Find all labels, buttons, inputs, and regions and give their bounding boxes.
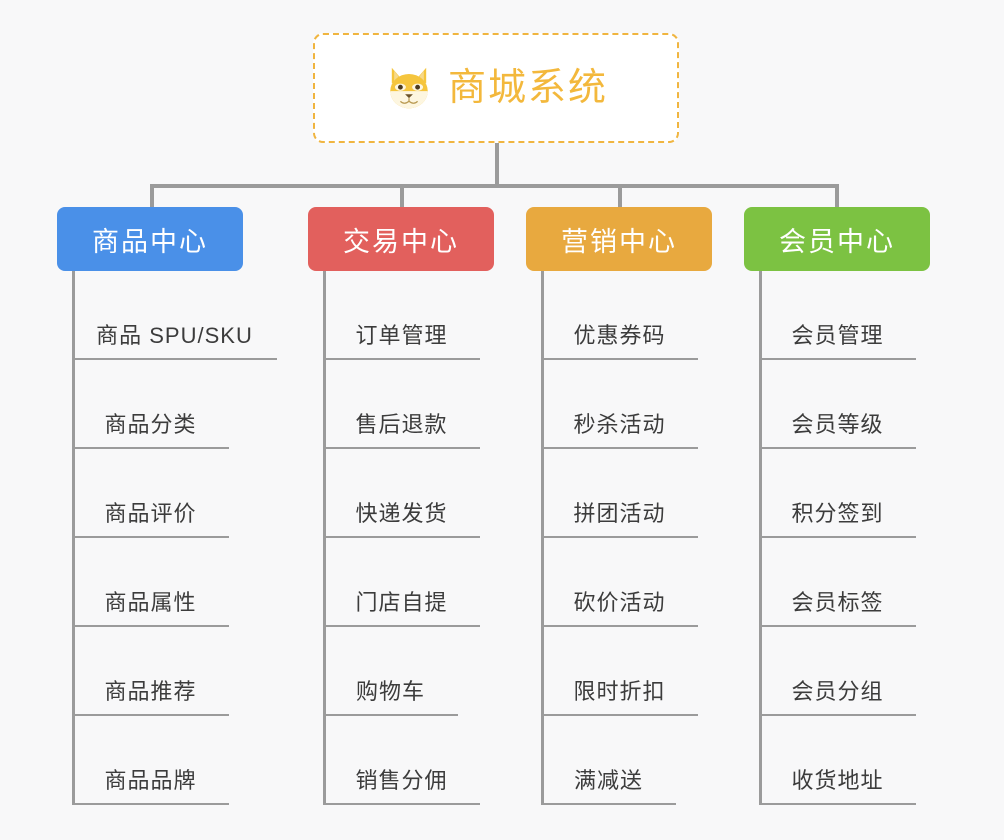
category-label: 商品中心 (92, 226, 208, 257)
leaf-item[interactable]: 快递发货 (323, 449, 480, 538)
leaf-label: 会员标签 (791, 590, 884, 615)
leaf-item[interactable]: 会员管理 (759, 271, 916, 360)
column-spine (541, 271, 544, 805)
leaf-item[interactable]: 商品分类 (72, 360, 229, 449)
leaf-label: 拼团活动 (573, 501, 666, 526)
leaf-label: 门店自提 (355, 590, 448, 615)
leaf-item[interactable]: 商品属性 (72, 538, 229, 627)
leaf-label: 会员分组 (791, 679, 884, 704)
category-box-member-center[interactable]: 会员中心 (744, 207, 930, 271)
connector-drop-col-1 (150, 184, 154, 210)
leaf-item[interactable]: 砍价活动 (541, 538, 698, 627)
leaf-label: 销售分佣 (355, 768, 448, 793)
leaf-label: 会员管理 (791, 323, 884, 348)
leaf-label: 满减送 (573, 768, 643, 793)
connector-drop-col-2 (400, 184, 404, 210)
category-box-marketing-center[interactable]: 营销中心 (526, 207, 712, 271)
leaf-item[interactable]: 购物车 (323, 627, 458, 716)
leaf-item[interactable]: 销售分佣 (323, 716, 480, 805)
leaf-item[interactable]: 商品评价 (72, 449, 229, 538)
leaf-item[interactable]: 售后退款 (323, 360, 480, 449)
leaf-item[interactable]: 满减送 (541, 716, 676, 805)
leaf-item[interactable]: 订单管理 (323, 271, 480, 360)
leaf-label: 积分签到 (791, 501, 884, 526)
category-box-trade-center[interactable]: 交易中心 (308, 207, 494, 271)
leaf-item[interactable]: 会员分组 (759, 627, 916, 716)
leaf-label: 秒杀活动 (573, 412, 666, 437)
leaf-item[interactable]: 门店自提 (323, 538, 480, 627)
connector-drop-col-4 (835, 184, 839, 210)
leaf-item[interactable]: 商品品牌 (72, 716, 229, 805)
category-box-product-center[interactable]: 商品中心 (57, 207, 243, 271)
leaf-label: 商品 SPU/SKU (96, 323, 253, 348)
leaf-label: 商品推荐 (104, 679, 197, 704)
leaf-label: 购物车 (355, 679, 425, 704)
category-label: 会员中心 (779, 226, 895, 257)
leaf-item[interactable]: 优惠券码 (541, 271, 698, 360)
leaf-item[interactable]: 商品推荐 (72, 627, 229, 716)
leaf-label: 商品评价 (104, 501, 197, 526)
shiba-dog-icon (384, 63, 434, 113)
root-title: 商城系统 (447, 67, 608, 109)
leaf-item[interactable]: 秒杀活动 (541, 360, 698, 449)
leaf-label: 商品分类 (104, 412, 197, 437)
leaf-item[interactable]: 积分签到 (759, 449, 916, 538)
root-node-mall-system[interactable]: 商城系统 (313, 33, 679, 143)
leaf-label: 售后退款 (355, 412, 448, 437)
leaf-item[interactable]: 会员标签 (759, 538, 916, 627)
leaf-label: 快递发货 (355, 501, 448, 526)
category-label: 交易中心 (343, 226, 459, 257)
leaf-item[interactable]: 限时折扣 (541, 627, 698, 716)
connector-horizontal-bus (150, 184, 838, 188)
leaf-item[interactable]: 商品 SPU/SKU (72, 271, 277, 360)
category-label: 营销中心 (561, 226, 677, 257)
connector-drop-col-3 (618, 184, 622, 210)
leaf-label: 商品品牌 (104, 768, 197, 793)
leaf-label: 限时折扣 (573, 679, 666, 704)
column-spine (323, 271, 326, 805)
leaf-label: 砍价活动 (573, 590, 666, 615)
leaf-label: 优惠券码 (573, 323, 666, 348)
leaf-label: 订单管理 (355, 323, 448, 348)
leaf-label: 收货地址 (791, 768, 884, 793)
leaf-item[interactable]: 会员等级 (759, 360, 916, 449)
leaf-label: 商品属性 (104, 590, 197, 615)
column-spine (759, 271, 762, 805)
connector-root-stem (495, 143, 499, 187)
leaf-item[interactable]: 收货地址 (759, 716, 916, 805)
leaf-label: 会员等级 (791, 412, 884, 437)
leaf-item[interactable]: 拼团活动 (541, 449, 698, 538)
column-spine (72, 271, 75, 805)
